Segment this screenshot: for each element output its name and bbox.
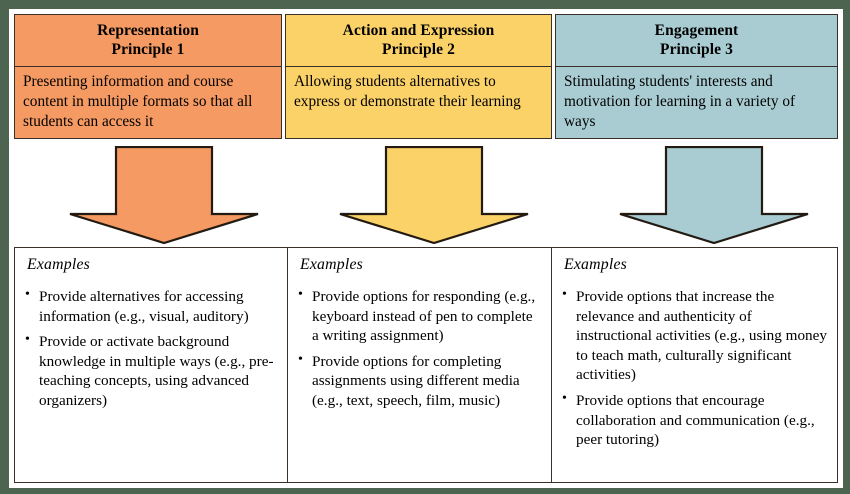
principle-description-representation: Presenting information and course conten… [23, 73, 253, 130]
list-item: Provide or activate background knowledge… [25, 331, 277, 410]
examples-label: Examples [27, 256, 91, 273]
examples-cell-representation: Examples Provide alternatives for access… [15, 248, 288, 482]
examples-cell-engagement: Examples Provide options that increase t… [552, 248, 837, 482]
principle-title-line1: Engagement [654, 21, 739, 39]
examples-list-engagement: Provide options that increase the releva… [562, 286, 827, 450]
list-item: Provide options that encourage collabora… [562, 390, 827, 450]
principle-title-line2: Principle 1 [111, 40, 185, 58]
principle-description-action-and-expression: Allowing students alternatives to expres… [294, 73, 521, 110]
list-item: Provide options for responding (e.g., ke… [298, 286, 541, 346]
principle-title-line2: Principle 3 [660, 40, 733, 58]
principle-card-action-and-expression: Action and Expression Principle 2 Allowi… [285, 14, 552, 139]
examples-row: Examples Provide alternatives for access… [14, 247, 838, 483]
principle-description-engagement: Stimulating students' interests and moti… [564, 73, 796, 130]
down-arrow-icon-engagement [619, 146, 809, 244]
examples-cell-action-and-expression: Examples Provide options for responding … [288, 248, 552, 482]
list-item: Provide options for completing assignmen… [298, 351, 541, 411]
down-arrow-icon-representation [69, 146, 259, 244]
principle-title-engagement: Engagement Principle 3 [556, 15, 837, 67]
examples-list-action-and-expression: Provide options for responding (e.g., ke… [298, 286, 541, 411]
principles-header-row: Representation Principle 1 Presenting in… [14, 14, 838, 139]
examples-label: Examples [300, 256, 364, 273]
principle-title-action-and-expression: Action and Expression Principle 2 [286, 15, 551, 67]
down-arrow-icon-action-expression [339, 146, 529, 244]
principle-title-line1: Action and Expression [342, 21, 495, 39]
principle-title-line2: Principle 2 [382, 40, 455, 58]
list-item: Provide alternatives for accessing infor… [25, 286, 277, 326]
examples-list-representation: Provide alternatives for accessing infor… [25, 286, 277, 411]
diagram-canvas: Representation Principle 1 Presenting in… [9, 9, 843, 488]
arrow-row [14, 146, 838, 246]
principle-title-representation: Representation Principle 1 [15, 15, 281, 67]
examples-label: Examples [564, 256, 628, 273]
principle-card-representation: Representation Principle 1 Presenting in… [14, 14, 282, 139]
principle-title-line1: Representation [97, 21, 199, 39]
list-item: Provide options that increase the releva… [562, 286, 827, 385]
principle-card-engagement: Engagement Principle 3 Stimulating stude… [555, 14, 838, 139]
